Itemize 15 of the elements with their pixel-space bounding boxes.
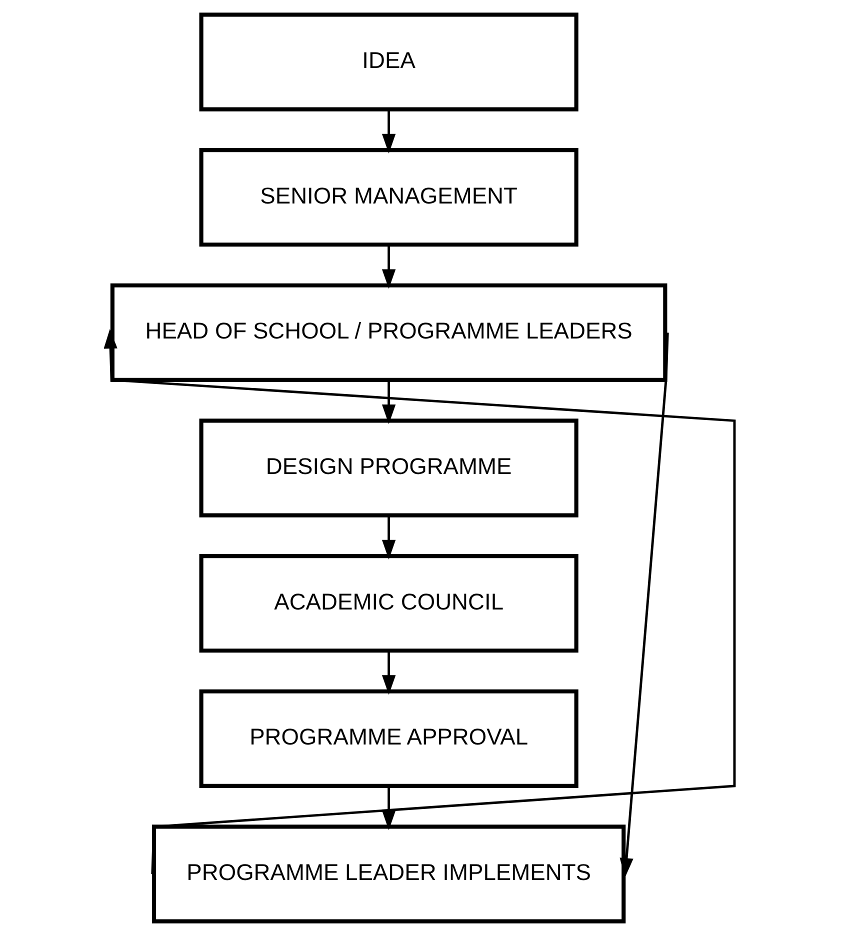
node-box: HEAD OF SCHOOL / PROGRAMME LEADERS [110,283,667,382]
arrow [619,332,668,878]
node-box: PROGRAMME APPROVAL [198,689,578,788]
node-box: SENIOR MANAGEMENT [198,148,578,247]
arrow [104,328,736,874]
arrow [381,380,396,424]
node-box: IDEA [198,12,578,112]
arrow [381,245,396,289]
node-box: ACADEMIC COUNCIL [198,554,578,653]
arrow [381,516,396,560]
arrow [381,651,396,695]
node-box: DESIGN PROGRAMME [198,418,578,518]
arrow [381,786,396,830]
node-box: PROGRAMME LEADER IMPLEMENTS [151,824,626,924]
arrow [381,110,396,154]
